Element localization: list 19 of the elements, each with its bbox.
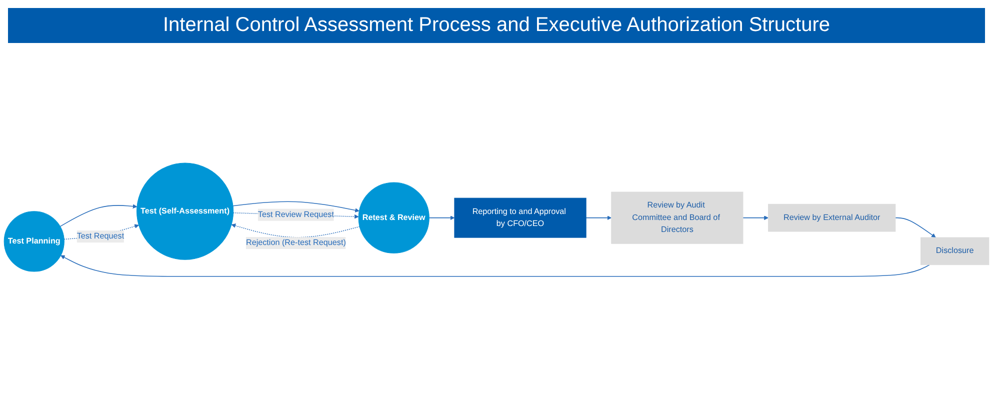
edge-label: Test Review Request bbox=[258, 210, 334, 219]
arrow bbox=[428, 215, 455, 220]
node-circle: Test (Self-Assessment) bbox=[136, 162, 234, 260]
title-banner: Internal Control Assessment Process and Executive Authorization Structure bbox=[8, 8, 985, 43]
arrow bbox=[60, 204, 138, 227]
arrow bbox=[586, 215, 612, 220]
arrow bbox=[895, 217, 936, 238]
arrow bbox=[60, 255, 930, 277]
arrow bbox=[742, 215, 768, 220]
arrow bbox=[231, 223, 360, 238]
edge-label: Rejection (Re-test Request) bbox=[246, 238, 346, 247]
node-box: Review by Audit Committee and Board of Directors bbox=[611, 192, 744, 244]
edge-label: Test Request bbox=[76, 232, 124, 240]
node-box: Reporting to and Approval by CFO/CEO bbox=[454, 198, 586, 238]
node-box: Review by External Auditor bbox=[768, 204, 896, 232]
arrow bbox=[232, 201, 360, 212]
node-box: Disclosure bbox=[920, 237, 990, 265]
node-circle: Retest & Review bbox=[358, 182, 430, 254]
node-circle: Test Planning bbox=[4, 210, 64, 272]
